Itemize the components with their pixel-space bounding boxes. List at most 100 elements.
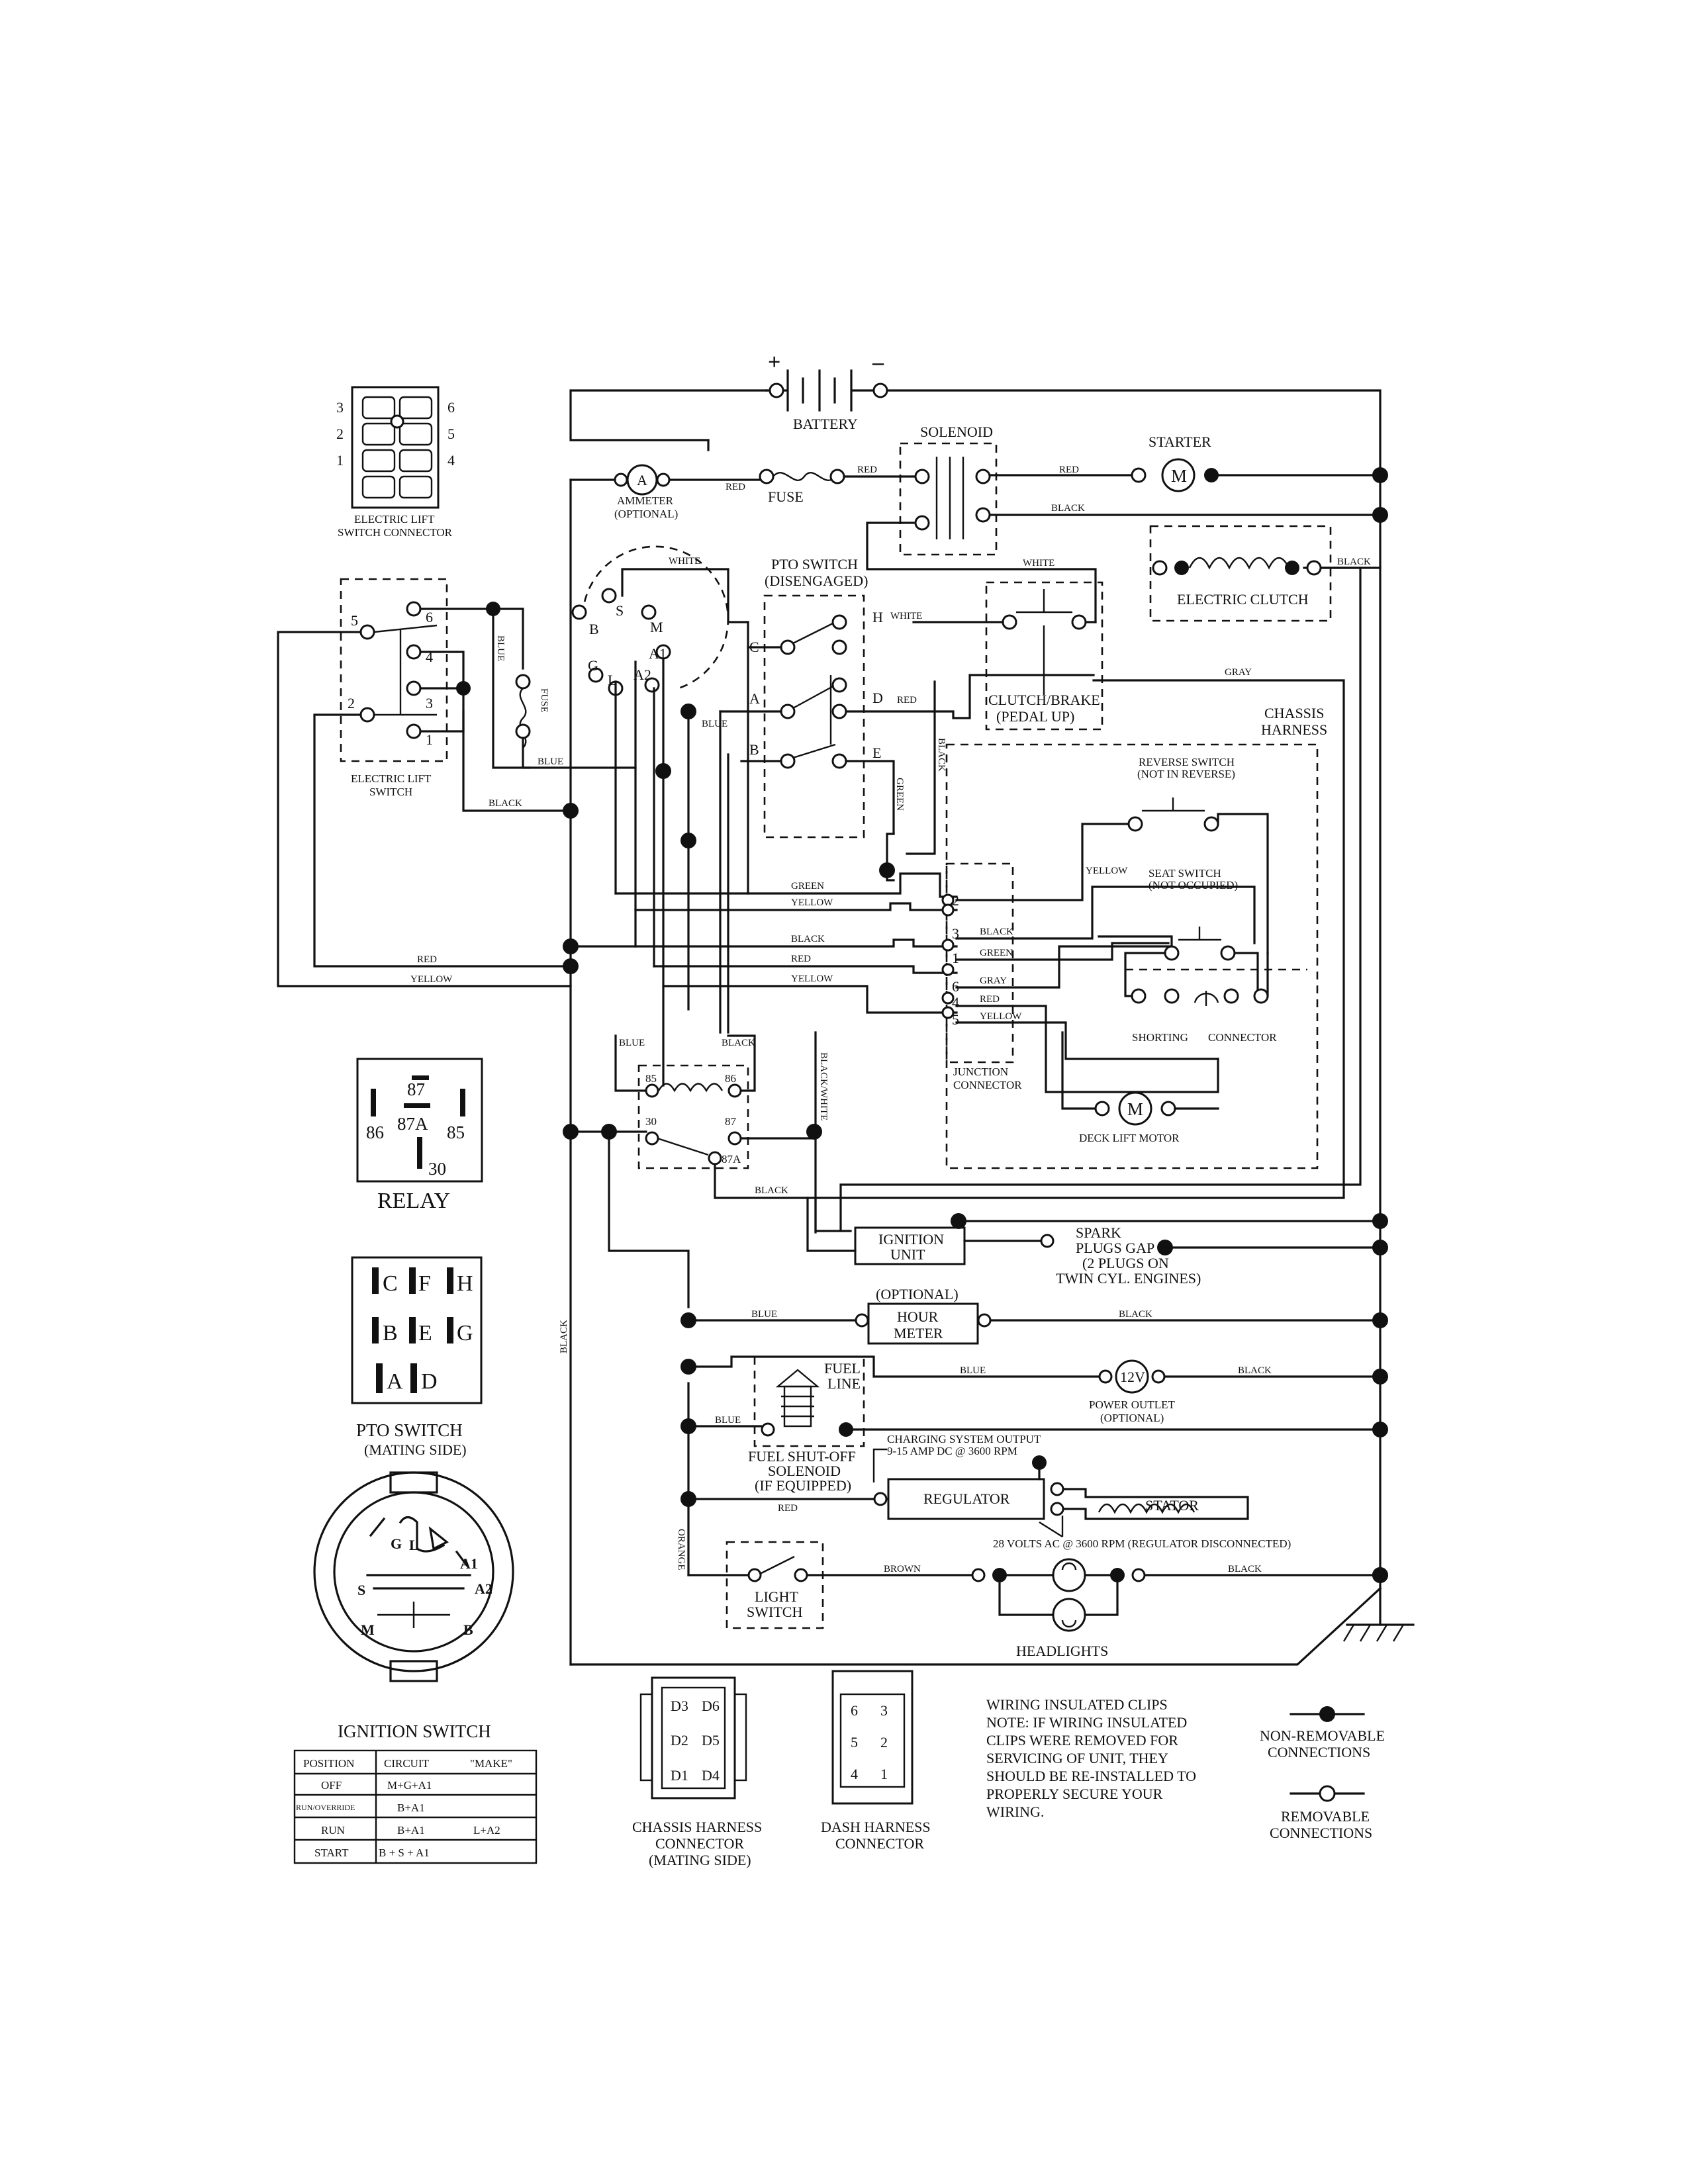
charging-output-label: CHARGING SYSTEM OUTPUT bbox=[887, 1433, 1041, 1445]
wire-white-3: WHITE bbox=[669, 556, 700, 567]
pto-terminal-h: H bbox=[872, 609, 883, 625]
wire-red-6: RED bbox=[791, 954, 811, 964]
spark-label-3: (2 PLUGS ON bbox=[1082, 1255, 1169, 1271]
pedal-up-label: (PEDAL UP) bbox=[996, 708, 1074, 725]
junction-connector: 2 3 1 6 4 5 JUNCTION CONNECTOR YELLOW BL… bbox=[941, 667, 1256, 1093]
charging-output-label-2: 9-15 AMP DC @ 3600 RPM bbox=[887, 1445, 1017, 1457]
table-row-run-circ: B+A1 bbox=[397, 1824, 425, 1837]
table-row-override-circ: B+A1 bbox=[397, 1801, 425, 1814]
seat-switch-label: SEAT SWITCH bbox=[1149, 867, 1221, 880]
pto-mating-b: B bbox=[383, 1321, 398, 1345]
chassis-pin-d1: D1 bbox=[671, 1767, 688, 1784]
spark-label-4: TWIN CYL. ENGINES) bbox=[1056, 1270, 1201, 1287]
table-header-circuit: CIRCUIT bbox=[384, 1757, 430, 1770]
chassis-pin-d6: D6 bbox=[702, 1698, 720, 1714]
seat-switch: SEAT SWITCH (NOT OCCUPIED) SHORTING CONN… bbox=[1098, 867, 1307, 1044]
conn-right-4: 4 bbox=[447, 452, 455, 469]
wire-yellow-2: YELLOW bbox=[791, 897, 833, 908]
dash-pin-5: 5 bbox=[851, 1734, 858, 1751]
dash-connector-title: DASH HARNESS bbox=[821, 1819, 931, 1835]
clutch-brake-switch: CLUTCH/BRAKE (PEDAL UP) bbox=[912, 581, 1103, 731]
ign-face-s: S bbox=[357, 1582, 365, 1598]
reverse-switch-label: REVERSE SWITCH bbox=[1139, 756, 1235, 768]
starter: STARTER M bbox=[1131, 433, 1388, 523]
table-row-run-pos: RUN bbox=[321, 1824, 345, 1837]
chassis-pin-d4: D4 bbox=[702, 1767, 720, 1784]
lift-terminal-4: 4 bbox=[426, 649, 433, 665]
battery-label: BATTERY bbox=[793, 416, 858, 432]
ammeter: A AMMETER (OPTIONAL) bbox=[614, 464, 678, 520]
wire-red-8: RED bbox=[778, 1503, 798, 1514]
relay-pin-86: 86 bbox=[366, 1122, 384, 1142]
table-header-make: "MAKE" bbox=[470, 1757, 512, 1770]
electric-clutch-label: ELECTRIC CLUTCH bbox=[1177, 591, 1309, 608]
junction-4: 4 bbox=[952, 994, 959, 1011]
lift-terminal-6: 6 bbox=[426, 609, 433, 625]
table-row-run-make: L+A2 bbox=[473, 1824, 500, 1837]
table-row-override-pos: RUN/OVERRIDE bbox=[296, 1803, 355, 1812]
wire-yellow-1: YELLOW bbox=[410, 974, 453, 985]
battery-minus: – bbox=[872, 350, 884, 375]
battery-plus: + bbox=[768, 350, 780, 375]
pto-mating-d: D bbox=[421, 1369, 438, 1394]
wire-black-2: BLACK bbox=[1337, 557, 1371, 567]
wire-yellow-4: YELLOW bbox=[1086, 866, 1128, 876]
chassis-harness-label-2: HARNESS bbox=[1261, 721, 1327, 738]
ign-face-l: L bbox=[409, 1537, 419, 1553]
power-outlet-label: POWER OUTLET bbox=[1089, 1398, 1175, 1411]
power-outlet: 12V POWER OUTLET (OPTIONAL) BLUE BLACK bbox=[680, 1355, 1388, 1424]
light-switch-label-2: SWITCH bbox=[747, 1604, 802, 1620]
conn-right-5: 5 bbox=[447, 426, 455, 442]
solenoid-label: SOLENOID bbox=[920, 424, 993, 440]
lift-connector-label-2: SWITCH CONNECTOR bbox=[338, 526, 453, 539]
spark-label-2: PLUGS GAP bbox=[1076, 1240, 1154, 1256]
ign-terminal-g: G bbox=[588, 657, 598, 674]
chassis-harness-label: CHASSIS bbox=[1264, 705, 1324, 721]
relay-pin-87: 87 bbox=[407, 1079, 425, 1099]
wire-black-8: BLACK bbox=[980, 927, 1013, 937]
relay-title: RELAY bbox=[377, 1189, 450, 1213]
pto-terminal-b: B bbox=[749, 741, 759, 758]
ign-face-a2: A2 bbox=[475, 1580, 492, 1597]
wire-black-4: BLACK bbox=[489, 798, 522, 809]
wire-black-5: BLACK bbox=[791, 934, 825, 944]
wire-green-3: GREEN bbox=[980, 948, 1013, 958]
light-switch-circuit: ORANGE LIGHT SWITCH BROWN HEADLIGHTS BLA… bbox=[676, 1382, 1415, 1659]
ignition-table: POSITION CIRCUIT "MAKE" OFF M+G+A1 RUN/O… bbox=[293, 1749, 538, 1864]
relay-t-87: 87 bbox=[725, 1115, 737, 1128]
note-line-7: WIRING. bbox=[986, 1803, 1044, 1820]
pto-terminal-d: D bbox=[872, 690, 883, 706]
chassis-connector-title: CHASSIS HARNESS bbox=[632, 1819, 762, 1835]
main-wiring bbox=[569, 389, 1382, 1666]
hour-meter-label-2: METER bbox=[894, 1325, 943, 1342]
legend-non-removable: NON-REMOVABLE bbox=[1260, 1727, 1385, 1744]
dash-pin-3: 3 bbox=[880, 1702, 888, 1719]
spark-label: SPARK bbox=[1076, 1224, 1121, 1241]
ammeter-label: AMMETER bbox=[617, 494, 674, 507]
wire-yellow-5: YELLOW bbox=[980, 1011, 1022, 1022]
wire-gray-1: GRAY bbox=[980, 976, 1007, 986]
headlights-label: HEADLIGHTS bbox=[1016, 1643, 1108, 1659]
wire-yellow-3: YELLOW bbox=[791, 974, 833, 984]
pto-mating-f: F bbox=[418, 1271, 431, 1296]
fuel-line-label-2: LINE bbox=[827, 1375, 861, 1392]
ign-terminal-b: B bbox=[589, 621, 599, 637]
ignition-switch-title: IGNITION SWITCH bbox=[338, 1721, 491, 1741]
chassis-connector-title-2: CONNECTOR bbox=[655, 1835, 744, 1852]
fuel-shutoff-label: FUEL SHUT-OFF bbox=[748, 1448, 856, 1465]
wire-black-12: BLACK bbox=[559, 1320, 569, 1353]
ignition-unit-label: IGNITION bbox=[878, 1231, 944, 1248]
junction-label: JUNCTION bbox=[953, 1066, 1008, 1078]
dash-pin-2: 2 bbox=[880, 1734, 888, 1751]
wire-white-2: WHITE bbox=[890, 611, 922, 621]
starter-motor-m: M bbox=[1171, 466, 1187, 486]
relay-t-86: 86 bbox=[725, 1072, 736, 1085]
wire-red-5: RED bbox=[417, 954, 437, 965]
non-removable-symbol bbox=[1319, 1706, 1335, 1722]
note-line-6: PROPERLY SECURE YOUR bbox=[986, 1786, 1163, 1802]
pto-disengaged-label: (DISENGAGED) bbox=[765, 572, 868, 589]
chassis-harness-connector: D3 D6 D2 D5 D1 D4 CHASSIS HARNESS CONNEC… bbox=[632, 1676, 762, 1868]
table-row-off-pos: OFF bbox=[321, 1779, 342, 1792]
pto-switch: PTO SWITCH (DISENGAGED) C H WHITE A D RE… bbox=[719, 556, 1095, 895]
fuel-shutoff-solenoid: FUEL LINE FUEL SHUT-OFF SOLENOID (IF EQU… bbox=[680, 1355, 1388, 1494]
